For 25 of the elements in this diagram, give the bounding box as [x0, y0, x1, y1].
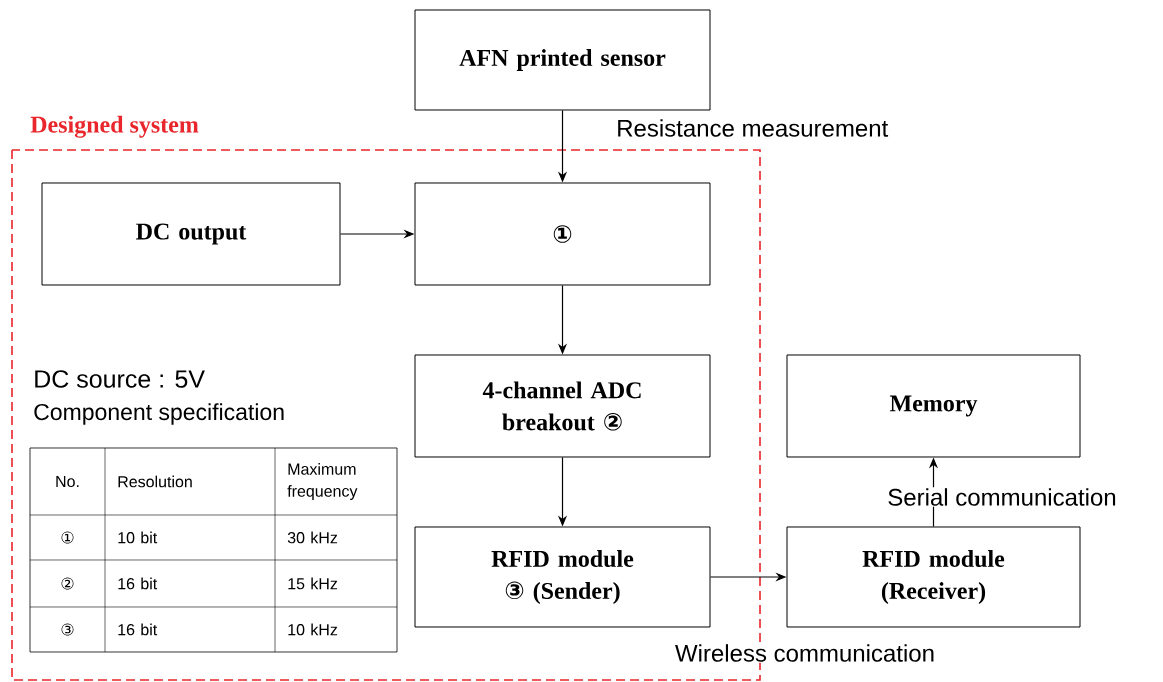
edge-label: Serial communication — [886, 487, 1118, 507]
table-cell: ③ — [61, 623, 74, 636]
process-box: DC output — [41, 182, 341, 286]
process-box: RFID module (Receiver) — [786, 526, 1081, 628]
table-cell: 30 kHz — [287, 531, 338, 544]
process-box: RFID module ③ (Sender) — [414, 526, 711, 628]
edge-label: Wireless communication — [673, 643, 937, 663]
table-cell: 15 kHz — [288, 577, 338, 590]
table-cell: No. — [56, 475, 79, 488]
process-box: AFN printed sensor — [414, 9, 711, 111]
edge-label: Resistance measurement — [615, 118, 890, 138]
table-cell: ① — [61, 531, 74, 544]
spec-text: Component specification — [34, 403, 284, 425]
process-box: 4-channel ADC breakout ② — [414, 354, 711, 458]
process-box: Memory — [786, 354, 1081, 458]
spec-text: DC source : 5V — [35, 370, 205, 388]
table-cell: 10 kHz — [288, 623, 338, 636]
table-cell: 10 bit — [118, 531, 158, 544]
table-cell: Resolution — [118, 475, 192, 488]
system-heading: Designed system — [30, 115, 199, 138]
table-cell: ② — [61, 577, 74, 590]
table-cell: 16 bit — [118, 623, 158, 636]
process-box: ① — [414, 182, 711, 286]
table-cell: Maximum frequency — [287, 463, 358, 500]
table-cell: 16 bit — [118, 577, 158, 590]
